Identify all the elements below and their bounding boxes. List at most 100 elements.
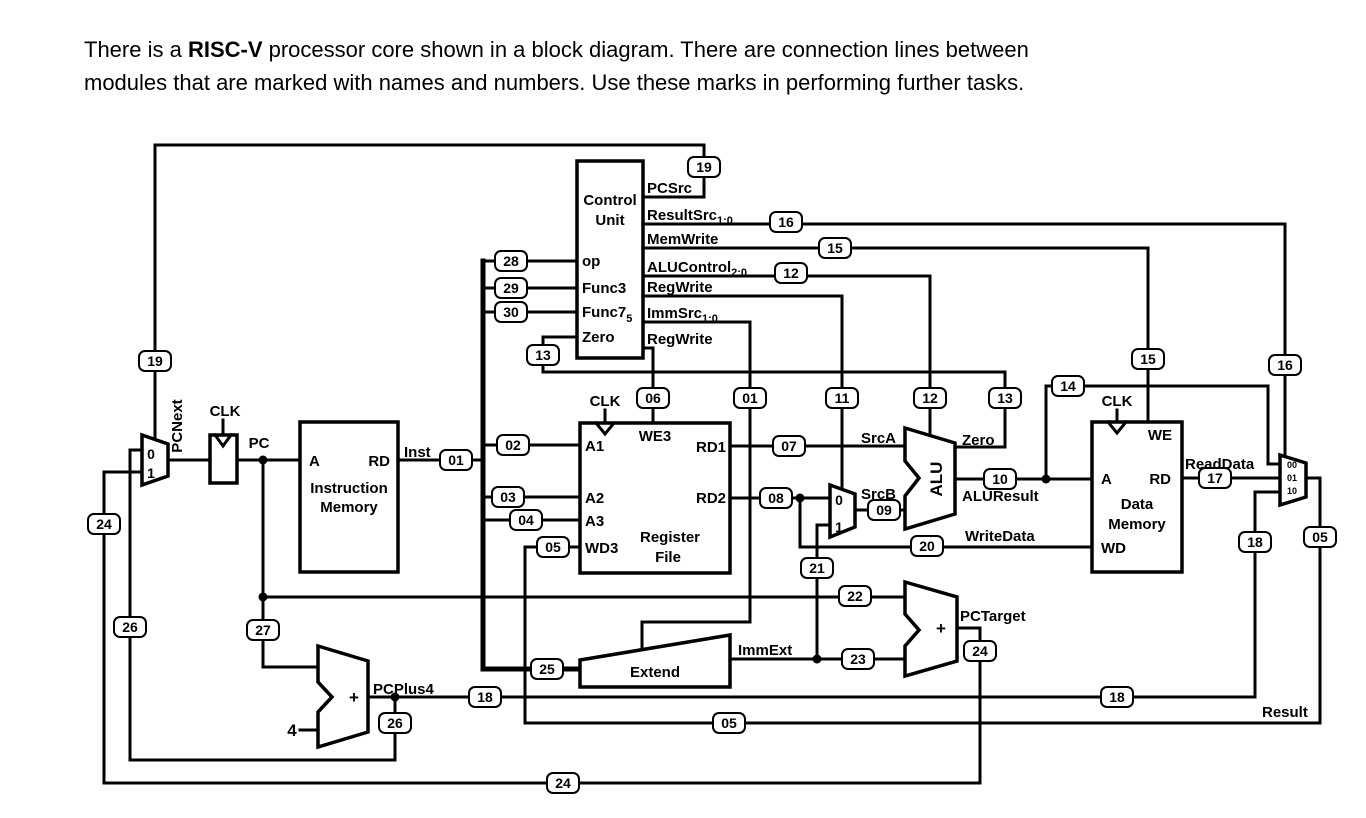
tag-box (509, 509, 543, 531)
junction-dot (795, 493, 805, 503)
tag-number: 27 (255, 622, 271, 638)
dm-port-rd: RD (1149, 471, 1171, 488)
result-mux-00: 00 (1287, 460, 1297, 470)
junction-dot (812, 654, 822, 664)
tag-box (113, 616, 147, 638)
tag-box (494, 250, 528, 272)
register-file-box (578, 421, 732, 575)
alu-shape (903, 425, 957, 532)
tag-box (772, 435, 806, 457)
tag-pcplus4-to-mux: 26 (378, 712, 412, 734)
wire-result (523, 476, 1322, 725)
component-labels: Control Unit op Func3 Func75 Zero PCSrc … (147, 180, 1297, 740)
tag-pcplus4: 18 (468, 686, 502, 708)
tag-func7: 30 (494, 301, 528, 323)
tag-box (526, 344, 560, 366)
tag-number: 07 (781, 438, 797, 454)
pcnext-mux (140, 432, 170, 488)
cu-in-func7-sub: 5 (626, 313, 632, 325)
tag-box (910, 535, 944, 557)
tag-box (1100, 686, 1134, 708)
wire-pcsrc (153, 143, 706, 441)
tag-box (825, 387, 859, 409)
tag-pctarget: 24 (87, 513, 121, 535)
tag-number: 05 (545, 539, 561, 555)
control-unit-title-2: Unit (595, 212, 624, 229)
tag-rd2: 08 (759, 487, 793, 509)
cu-out-alucontrol-main: ALUControl (647, 259, 731, 276)
tag-number: 24 (555, 775, 571, 791)
tag-zero: 13 (526, 344, 560, 366)
tag-box (246, 619, 280, 641)
tag-number: 13 (535, 347, 551, 363)
wire-immext-to-mux (815, 523, 832, 661)
im-title-1: Instruction (310, 480, 388, 497)
tag-box (636, 387, 670, 409)
clk-label-pc: CLK (210, 403, 241, 420)
tag-box (378, 712, 412, 734)
cu-in-op: op (582, 253, 600, 270)
cu-out-regwrite-b: RegWrite (647, 331, 713, 348)
tag-pcsrc: 19 (138, 350, 172, 372)
tag-number: 02 (505, 437, 521, 453)
tag-number: 04 (518, 512, 534, 528)
tag-result: 05 (536, 536, 570, 558)
tag-number: 10 (992, 471, 1008, 487)
dm-port-wd: WD (1101, 540, 1126, 557)
tag-box (774, 262, 808, 284)
pctarget-adder (903, 579, 959, 679)
tag-number: 05 (721, 715, 737, 731)
tag-box (759, 487, 793, 509)
cu-out-alucontrol: ALUControl2:0 (647, 259, 747, 279)
rf-port-wd3: WD3 (585, 540, 618, 557)
tag-box (818, 237, 852, 259)
label-srcb: SrcB (861, 486, 896, 503)
tag-number: 05 (1312, 529, 1328, 545)
tag-regwrite: 06 (636, 387, 670, 409)
wire-alucontrol (641, 274, 932, 438)
tag-a1: 02 (496, 434, 530, 456)
tag-box (733, 387, 767, 409)
tag-srcb: 09 (867, 499, 901, 521)
cu-in-zero: Zero (582, 329, 615, 346)
tag-writedata: 20 (910, 535, 944, 557)
result-mux (1278, 452, 1308, 508)
tag-box (1131, 348, 1165, 370)
pcnext-mux-1: 1 (147, 465, 155, 481)
tag-memwrite: 15 (818, 237, 852, 259)
instruction-line1-pre: There is a (84, 37, 188, 62)
label-srca: SrcA (861, 430, 896, 447)
tag-number: 26 (122, 619, 138, 635)
tag-pc-to-pcplus4: 27 (246, 619, 280, 641)
label-aluresult: ALUResult (962, 488, 1039, 505)
label-pcplus4: PCPlus4 (373, 681, 435, 698)
tag-number: 18 (1109, 689, 1125, 705)
tag-box (913, 387, 947, 409)
tag-immsrc: 01 (733, 387, 767, 409)
tag-op: 28 (494, 250, 528, 272)
tag-aluresult: 10 (983, 468, 1017, 490)
tag-rd1: 07 (772, 435, 806, 457)
pcnext-mux-0: 0 (147, 446, 155, 462)
junction-dot (390, 692, 400, 702)
tag-number: 01 (742, 390, 758, 406)
label-pctarget: PCTarget (960, 608, 1026, 625)
tag-pctarget: 24 (546, 772, 580, 794)
junction-dot (258, 592, 268, 602)
cu-in-func7: Func75 (582, 304, 632, 325)
tag-number: 15 (1140, 351, 1156, 367)
tag-number: 14 (1060, 378, 1076, 394)
tag-number: 17 (1207, 470, 1223, 486)
tag-box (546, 772, 580, 794)
tag-box (769, 211, 803, 233)
tag-box (1238, 531, 1272, 553)
cu-out-pcsrc: PCSrc (647, 180, 692, 197)
tag-box (983, 468, 1017, 490)
rf-title-2: File (655, 549, 681, 566)
cu-in-func7-main: Func7 (582, 304, 626, 321)
tag-pcsrc: 19 (687, 156, 721, 178)
tag-box (1268, 354, 1302, 376)
clk-label-regfile: CLK (590, 393, 621, 410)
instruction-text: There is a RISC-V processor core shown i… (84, 33, 1304, 99)
